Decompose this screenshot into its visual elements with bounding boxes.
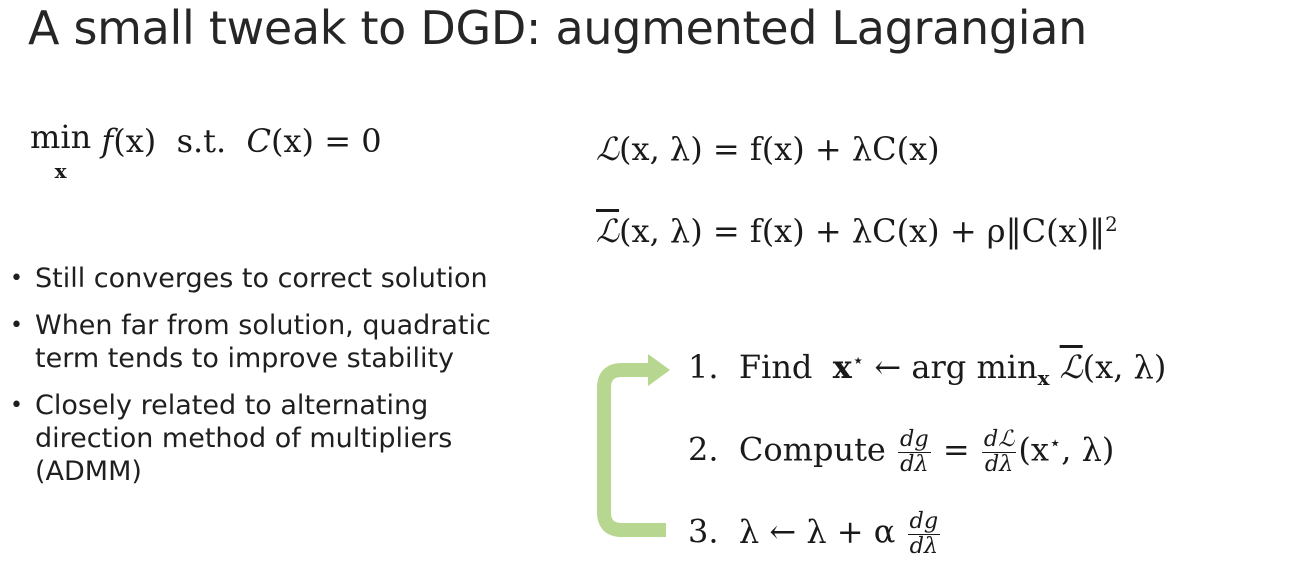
bullet-text: When far from solution, quadratic term t… bbox=[35, 310, 491, 374]
bullet-dot-icon: • bbox=[10, 393, 23, 418]
min-operator: min bbox=[30, 118, 92, 156]
step-lagrangian-symbol: ℒ bbox=[1059, 348, 1083, 386]
constraint-c: C bbox=[246, 122, 272, 160]
step-number: 3. bbox=[688, 512, 719, 551]
bullet-text: Still converges to correct solution bbox=[35, 263, 488, 294]
step-sub: x bbox=[1037, 365, 1050, 390]
lagrangian-symbol: ℒ bbox=[596, 130, 620, 168]
step-tail: (x, λ) bbox=[1082, 348, 1167, 386]
objective-arg: (x) bbox=[113, 122, 157, 160]
bullet-list: • Still converges to correct solution • Wh… bbox=[8, 262, 528, 502]
step-tail2: , λ) bbox=[1061, 430, 1115, 469]
optimization-problem: min x f(x) s.t. C(x) = 0 bbox=[30, 121, 382, 186]
algorithm-step-1: 1. Find x⋆ ← arg minx ℒ(x, λ) bbox=[688, 348, 1166, 390]
bullet-dot-icon: • bbox=[10, 266, 23, 291]
augmented-lagrangian-rhs: f(x) + λC(x) + ρ‖C(x)‖ bbox=[749, 212, 1106, 250]
bullet-text: Closely related to alternating direction… bbox=[35, 390, 453, 487]
augmented-lagrangian-symbol: ℒ bbox=[596, 212, 620, 250]
step-star: ⋆ bbox=[851, 349, 865, 373]
bullet-item: • Closely related to alternating directio… bbox=[8, 389, 528, 488]
bullet-dot-icon: • bbox=[10, 313, 23, 338]
bullet-item: • When far from solution, quadratic term … bbox=[8, 309, 528, 375]
step-rest: ← arg min bbox=[864, 348, 1038, 386]
subject-to: s.t. bbox=[176, 122, 227, 160]
bullet-item: • Still converges to correct solution bbox=[8, 262, 528, 295]
step-var: x bbox=[832, 348, 852, 386]
slide-title: A small tweak to DGD: augmented Lagrangi… bbox=[28, 1, 1088, 55]
min-variable: x bbox=[54, 159, 67, 183]
lagrangian-equation: ℒ(x, λ) = f(x) + λC(x) bbox=[596, 130, 940, 168]
lagrangian-args: (x, λ) = bbox=[619, 130, 750, 168]
step-star: ⋆ bbox=[1048, 431, 1062, 455]
step-number: 1. bbox=[688, 348, 719, 386]
step-tail: (x bbox=[1018, 430, 1049, 469]
equals-sign: = bbox=[942, 430, 970, 469]
step-label: Find bbox=[738, 348, 813, 386]
lagrangian-rhs: f(x) + λC(x) bbox=[749, 130, 940, 168]
constraint-rest: (x) = 0 bbox=[271, 122, 382, 160]
step-label: Compute bbox=[738, 430, 886, 469]
step-update: λ ← λ + α bbox=[738, 512, 896, 551]
augmented-lagrangian-args: (x, λ) = bbox=[619, 212, 750, 250]
objective-f: f bbox=[101, 122, 114, 160]
augmented-lagrangian-exponent: 2 bbox=[1105, 213, 1118, 237]
step-number: 2. bbox=[688, 430, 719, 469]
augmented-lagrangian-equation: ℒ(x, λ) = f(x) + λC(x) + ρ‖C(x)‖2 bbox=[596, 212, 1118, 250]
